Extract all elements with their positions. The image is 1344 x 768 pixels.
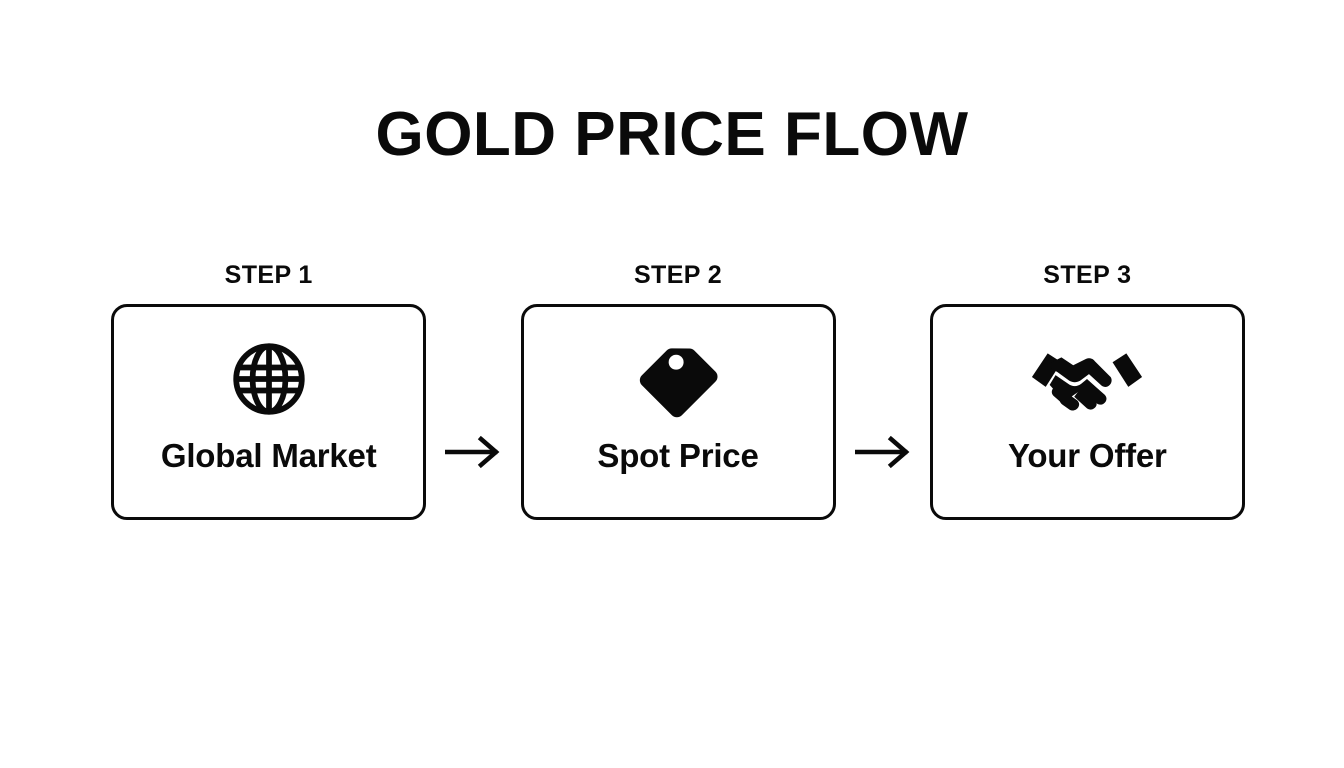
page-title: GOLD PRICE FLOW (375, 100, 969, 169)
flow-step-1[interactable]: STEP 1 Global Market (110, 262, 427, 530)
flow-connector-2 (837, 262, 929, 530)
globe-icon (228, 338, 310, 420)
step-2-label: STEP 2 (633, 261, 723, 289)
arrow-right-icon (445, 435, 501, 469)
step-1-label: STEP 1 (224, 261, 313, 289)
arrow-right-icon (854, 435, 911, 469)
flow-diagram: STEP 1 Global Market (110, 262, 1246, 532)
step-2-caption: Spot Price (597, 437, 759, 474)
flow-step-2[interactable]: STEP 2 Spot Price (519, 262, 836, 530)
price-tag-icon (634, 338, 722, 420)
flow-step-3[interactable]: STEP 3 (929, 262, 1246, 530)
step-3-card[interactable]: Your Offer (929, 304, 1245, 520)
step-1-caption: Global Market (160, 437, 377, 474)
flow-connector-1 (427, 262, 519, 530)
step-2-card[interactable]: Spot Price (520, 304, 836, 520)
step-1-card[interactable]: Global Market (111, 304, 427, 520)
step-3-label: STEP 3 (1043, 261, 1132, 289)
handshake-icon (1028, 338, 1146, 420)
step-3-caption: Your Offer (1007, 437, 1167, 474)
